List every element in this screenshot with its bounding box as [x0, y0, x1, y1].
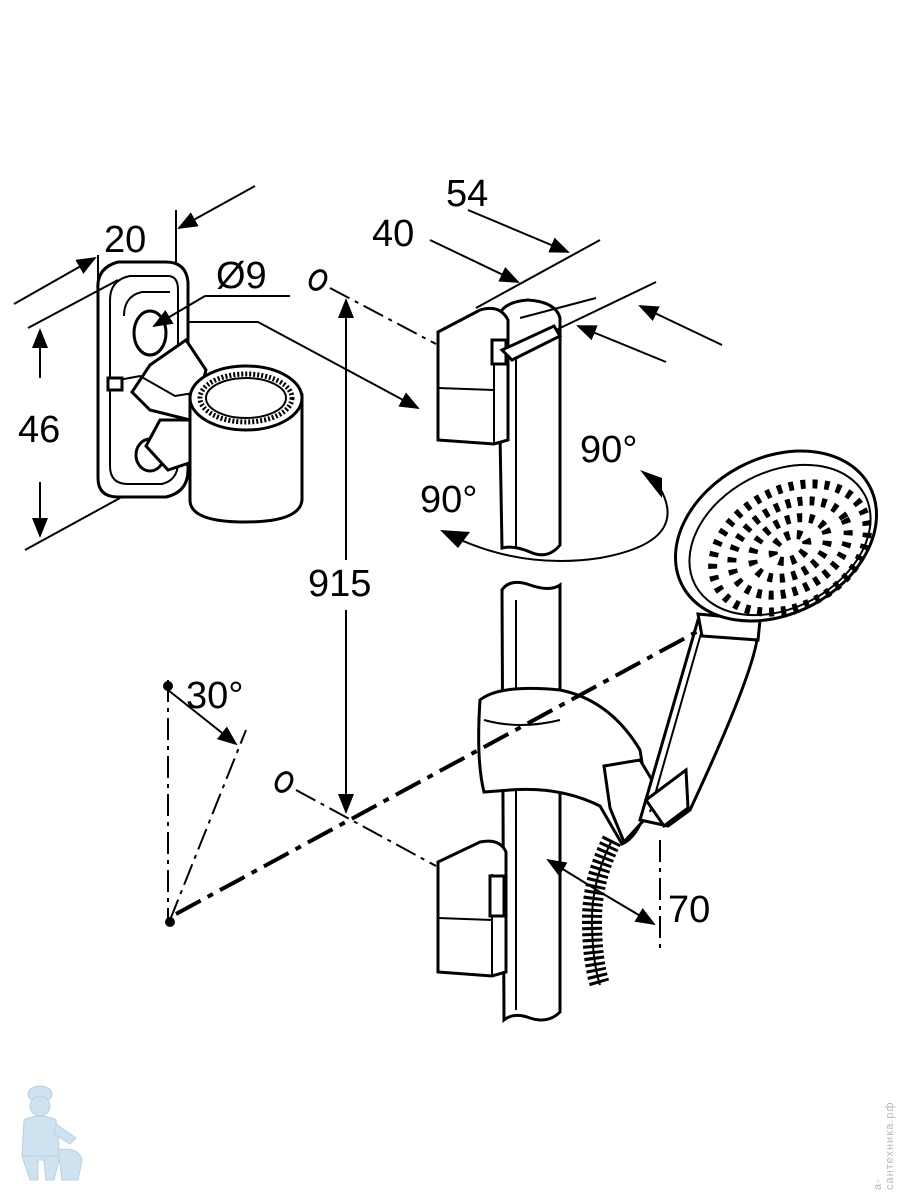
dimension-46: 46 [18, 279, 121, 551]
rail-top-section [436, 298, 563, 557]
plumber-mascot-icon [21, 1085, 83, 1181]
dim-label-915: 915 [308, 563, 371, 605]
tilt-angle-indicator: 30° [163, 628, 701, 927]
dimension-54: 54 [446, 173, 723, 346]
handshower [638, 449, 879, 829]
dim-label-rotate-right: 90° [580, 429, 637, 471]
dim-label-diameter-9: Ø9 [216, 255, 267, 297]
rotation-arrow: 90° 90° [420, 429, 669, 562]
dim-label-54: 54 [446, 173, 488, 215]
dimension-20: 20 [13, 185, 256, 305]
dimension-915: 915 [308, 298, 371, 814]
dim-label-rotate-left: 90° [420, 479, 477, 521]
rail-lower-section [436, 580, 562, 1024]
dim-label-70: 70 [668, 889, 710, 931]
dim-label-tilt-30: 30° [186, 675, 243, 717]
dimension-40: 40 [372, 213, 667, 363]
watermark-text: а-сантехника.рф [872, 1101, 896, 1190]
dimension-diameter-9: Ø9 [152, 255, 290, 328]
shower-hose [581, 835, 621, 989]
top-mount-axis [308, 269, 437, 345]
dimension-70: 70 [546, 840, 710, 950]
dim-label-40: 40 [372, 213, 414, 255]
bottom-mount-axis [274, 771, 437, 867]
dim-label-46: 46 [18, 409, 60, 451]
dim-label-20: 20 [104, 219, 146, 261]
leader-bracket-to-clamp [188, 321, 420, 409]
wall-bracket [96, 260, 304, 524]
